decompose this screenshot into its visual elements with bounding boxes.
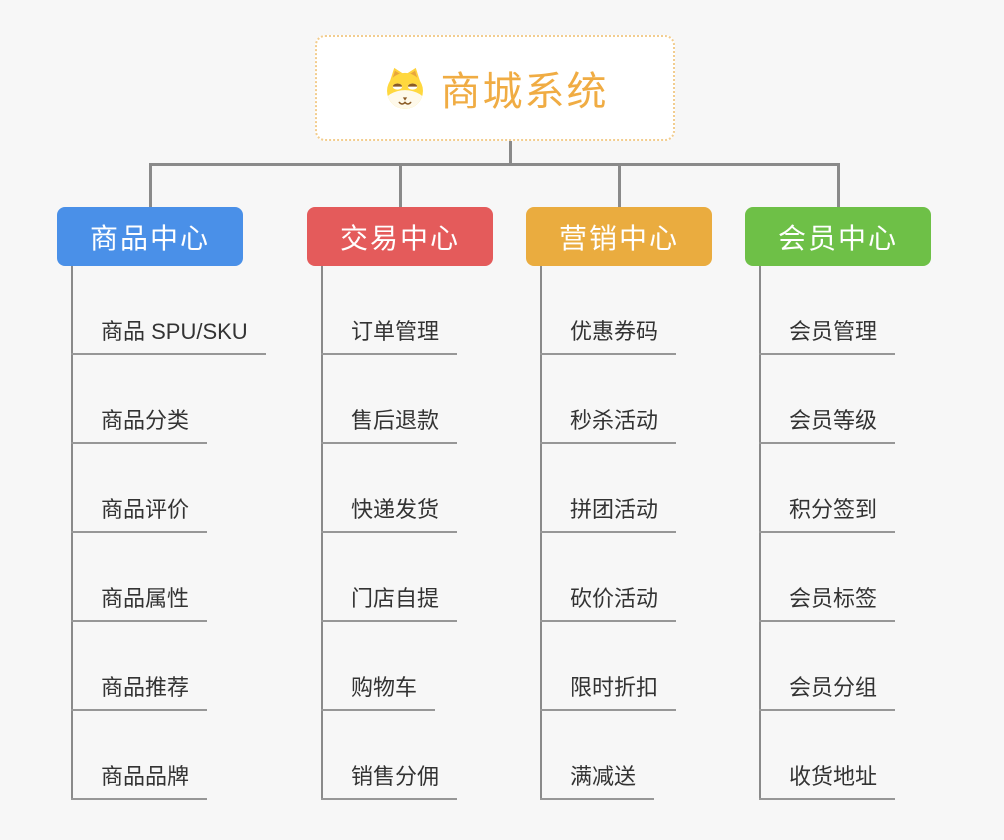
root-connector-stub [508,141,512,163]
branch-column: 交易中心 订单管理售后退款快递发货门店自提购物车销售分佣 [307,0,493,840]
leaf-item[interactable]: 销售分佣 [321,758,458,800]
leaf-item[interactable]: 快递发货 [321,491,458,533]
leaf-item[interactable]: 限时折扣 [540,669,677,711]
leaf-item[interactable]: 购物车 [321,669,436,711]
branch-label: 营销中心 [558,222,679,254]
root-title: 商城系统 [440,70,609,114]
branch-label: 商品中心 [89,222,210,254]
branch-drop-line [148,163,152,207]
branch-drop-line [836,163,840,207]
leaf-item[interactable]: 优惠券码 [540,313,677,355]
leaf-item[interactable]: 商品推荐 [71,669,208,711]
dog-face-icon [386,67,423,109]
branch-drop-line [398,163,402,207]
branch-node[interactable]: 会员中心 [745,207,931,266]
leaf-item[interactable]: 商品评价 [71,491,208,533]
leaf-item[interactable]: 售后退款 [321,402,458,444]
leaf-item[interactable]: 拼团活动 [540,491,677,533]
leaf-item[interactable]: 会员标签 [759,580,896,622]
leaf-item[interactable]: 会员管理 [759,313,896,355]
leaf-item[interactable]: 商品属性 [71,580,208,622]
leaf-item[interactable]: 商品品牌 [71,758,208,800]
leaf-item[interactable]: 商品分类 [71,402,208,444]
leaf-item[interactable]: 秒杀活动 [540,402,677,444]
branch-label: 交易中心 [339,222,460,254]
branch-node[interactable]: 交易中心 [307,207,493,266]
branch-node[interactable]: 营销中心 [526,207,712,266]
leaf-item[interactable]: 门店自提 [321,580,458,622]
branch-node[interactable]: 商品中心 [57,207,243,266]
trunk-line [540,266,542,800]
leaf-item[interactable]: 会员分组 [759,669,896,711]
branch-label: 会员中心 [777,222,898,254]
branch-column: 会员中心 会员管理会员等级积分签到会员标签会员分组收货地址 [745,0,931,840]
leaf-item[interactable]: 积分签到 [759,491,896,533]
trunk-line [321,266,323,800]
branch-connector-hline [148,163,840,166]
leaf-item[interactable]: 商品 SPU/SKU [71,313,266,355]
branch-column: 商品中心 商品 SPU/SKU 商品分类商品评价商品属性商品推荐商品品牌 [57,0,266,840]
leaf-item[interactable]: 砍价活动 [540,580,677,622]
leaf-item[interactable]: 收货地址 [759,758,896,800]
branch-column: 营销中心 优惠券码秒杀活动拼团活动砍价活动限时折扣满减送 [526,0,712,840]
trunk-line [71,266,73,800]
leaf-item[interactable]: 满减送 [540,758,655,800]
leaf-item[interactable]: 会员等级 [759,402,896,444]
branch-drop-line [617,163,621,207]
leaf-item[interactable]: 订单管理 [321,313,458,355]
root-node[interactable]: 商城系统 [315,35,675,141]
trunk-line [759,266,761,800]
